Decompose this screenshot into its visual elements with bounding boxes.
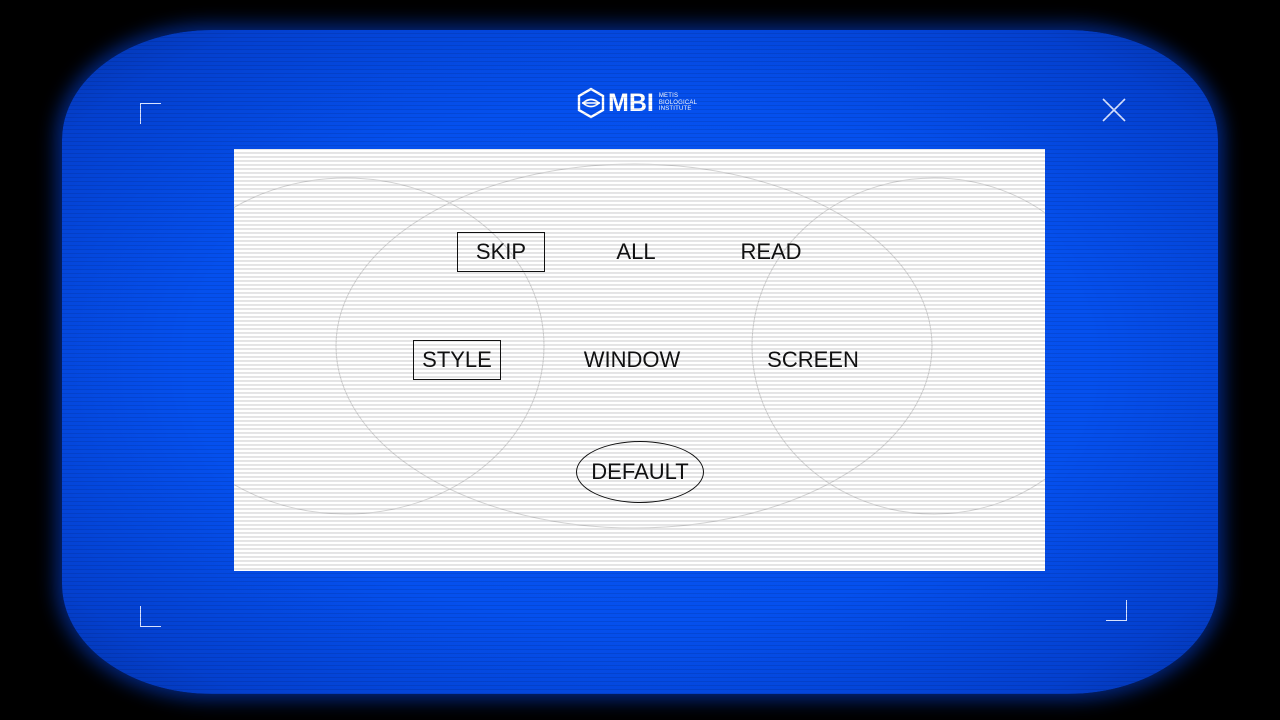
- skip-button[interactable]: SKIP: [457, 232, 545, 272]
- corner-bracket-bottom-right: [1106, 600, 1127, 621]
- read-button[interactable]: READ: [740, 239, 802, 264]
- window-button[interactable]: WINDOW: [583, 347, 681, 372]
- mbi-logo: MBI METIS BIOLOGICAL INSTITUTE: [576, 86, 697, 120]
- corner-bracket-top-left: [140, 103, 161, 124]
- close-button[interactable]: [1098, 94, 1130, 126]
- screen-button[interactable]: SCREEN: [767, 347, 859, 372]
- crt-frame: MBI METIS BIOLOGICAL INSTITUTE SKIP ALL …: [62, 30, 1218, 694]
- all-button[interactable]: ALL: [616, 239, 656, 264]
- style-button[interactable]: STYLE: [413, 340, 501, 380]
- logo-subtitle-line: INSTITUTE: [658, 106, 692, 113]
- options-panel: SKIP ALL READ STYLE WINDOW SCREEN DEFAUL…: [234, 149, 1045, 571]
- close-icon: [1102, 98, 1126, 122]
- logo-text: MBI: [608, 88, 654, 117]
- default-button[interactable]: DEFAULT: [576, 441, 704, 503]
- logo-subtitle-line: BIOLOGICAL: [658, 99, 698, 106]
- corner-bracket-bottom-left: [140, 606, 161, 627]
- logo-subtitle-line: METIS: [658, 93, 679, 100]
- hexagon-eye-icon: [577, 87, 605, 119]
- logo-subtitle: METIS BIOLOGICAL INSTITUTE: [659, 93, 697, 113]
- decorative-ellipses: [234, 163, 1045, 529]
